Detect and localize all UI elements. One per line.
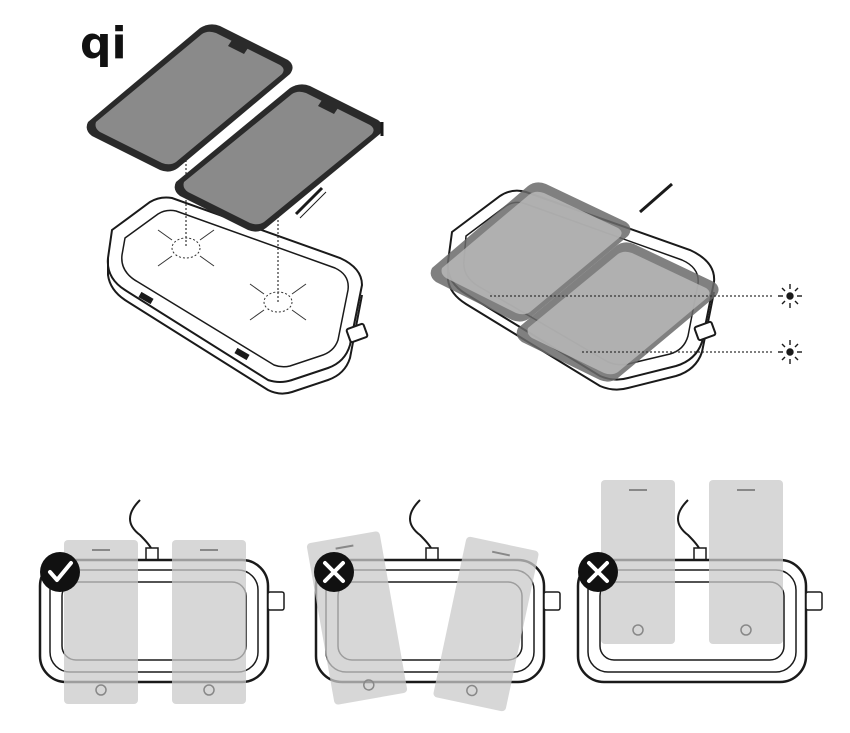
phone-floating-right (174, 84, 384, 232)
placement-example-offset (576, 480, 823, 684)
qi-logo: qi (80, 18, 127, 69)
phone-on-pad-right (516, 242, 719, 382)
charger-pad-exploded (106, 186, 369, 395)
placement-example-tilted (306, 499, 561, 712)
check-icon (40, 552, 80, 592)
led-indicator-icon (778, 284, 802, 308)
placement-example-correct (38, 499, 285, 704)
coil-target-right (249, 283, 307, 321)
phone-floating-left (86, 24, 293, 172)
charging-view (430, 182, 802, 391)
phone-on-pad-left (430, 182, 631, 322)
led-indicator-icon (778, 340, 802, 364)
cross-icon (314, 552, 354, 592)
cross-icon (578, 552, 618, 592)
exploded-view: qi (80, 18, 384, 395)
